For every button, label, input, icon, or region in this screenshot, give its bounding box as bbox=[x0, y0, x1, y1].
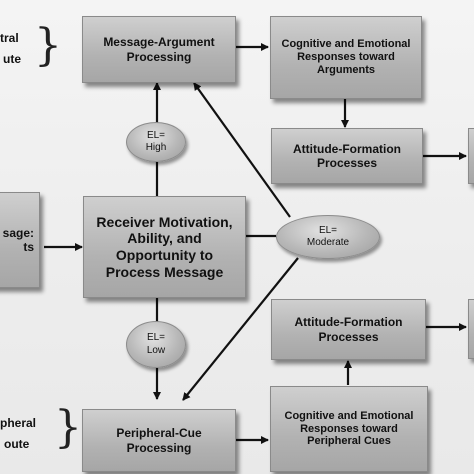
output-top-box-partial bbox=[468, 128, 474, 184]
peripheral-route-label-line2: oute bbox=[4, 437, 30, 451]
central-route-label-line1: tral bbox=[0, 31, 19, 45]
peripheral-route-brace: } bbox=[54, 402, 82, 453]
el-low-ellipse: EL= Low bbox=[126, 321, 186, 368]
message-argument-processing-box: Message-Argument Processing bbox=[82, 16, 236, 83]
central-route-brace: } bbox=[34, 20, 62, 71]
attitude-formation-top-box: Attitude-Formation Processes bbox=[271, 128, 423, 184]
message-input-label: sage:ts bbox=[2, 225, 34, 254]
el-moderate-ellipse: EL= Moderate bbox=[276, 215, 380, 259]
arrow-moderate-to-peripheral bbox=[182, 257, 299, 401]
central-route-label-line2: ute bbox=[3, 52, 21, 66]
arrow-moderate-to-message bbox=[193, 82, 291, 218]
attitude-formation-bottom-box: Attitude-Formation Processes bbox=[271, 299, 426, 360]
output-bottom-box-partial bbox=[468, 299, 474, 359]
peripheral-route-label-line1: pheral bbox=[0, 416, 37, 430]
cognitive-responses-peripheral-box: Cognitive and Emotional Responses toward… bbox=[270, 386, 428, 472]
receiver-motivation-box: Receiver Motivation, Ability, and Opport… bbox=[83, 196, 246, 298]
peripheral-cue-processing-box: Peripheral-Cue Processing bbox=[82, 409, 236, 472]
message-input-box: sage:ts bbox=[0, 192, 40, 288]
el-high-ellipse: EL= High bbox=[126, 122, 186, 162]
cognitive-responses-arguments-box: Cognitive and Emotional Responses toward… bbox=[270, 16, 422, 99]
